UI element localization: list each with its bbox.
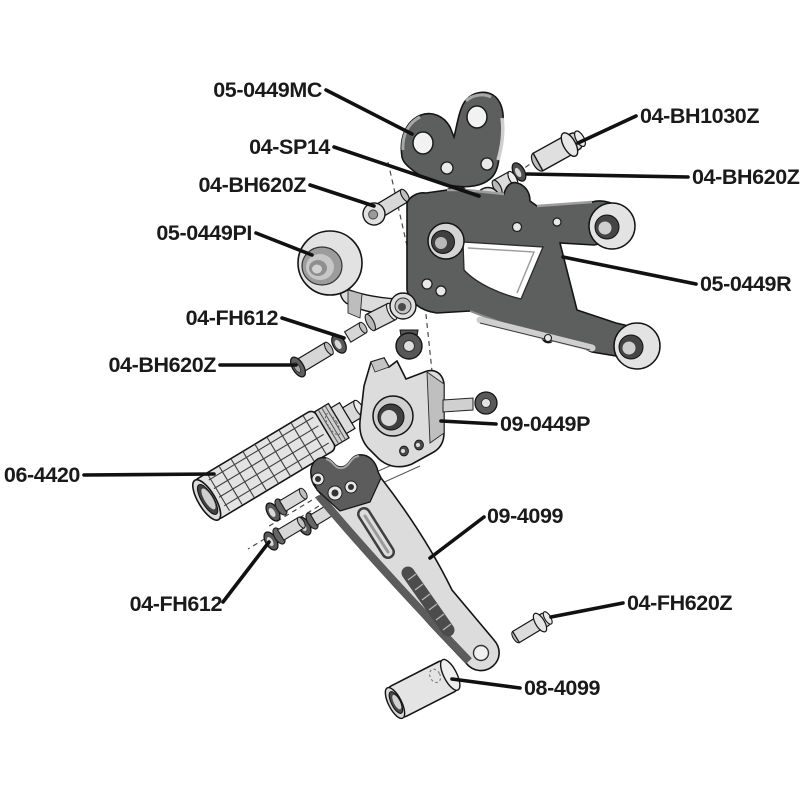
leader-line-06-4420 xyxy=(82,472,216,477)
part-washer-screw-set-3 xyxy=(263,516,306,551)
part-label-05-0449MC: 05-0449MC xyxy=(213,78,322,102)
leader-line-04-BH620Z xyxy=(525,172,690,179)
engraved-logo xyxy=(401,566,455,637)
part-label-06-4420: 06-4420 xyxy=(4,463,81,487)
leader-line-05-0449MC xyxy=(324,88,414,136)
part-label-08-4099: 08-4099 xyxy=(524,676,601,700)
part-label-04-BH620Z: 04-BH620Z xyxy=(108,353,216,377)
part-sleeve-08-4099 xyxy=(384,658,461,720)
leader-line-08-4099 xyxy=(450,677,522,690)
part-label-04-FH620Z: 04-FH620Z xyxy=(627,591,732,615)
part-washer-screw-04-FH612-upper xyxy=(331,321,368,354)
part-screw-04-BH620Z-upper xyxy=(362,188,410,226)
part-screw-04-BH620Z-lower xyxy=(289,341,334,378)
label-layer: 05-0449MC 04-BH1030Z 04-SP14 04-BH620Z 04-BH… xyxy=(4,78,800,700)
part-screw-04-FH620Z xyxy=(511,611,553,644)
part-label-04-BH1030Z: 04-BH1030Z xyxy=(640,104,759,128)
part-bracket-05-0449R xyxy=(395,181,661,370)
part-pivot-ring-05-0449PI xyxy=(297,230,417,332)
part-lever-arm-09-4099 xyxy=(310,454,500,672)
part-footpeg-06-4420 xyxy=(192,399,366,521)
leader-line-05-0449R xyxy=(561,255,698,286)
part-label-09-4099: 09-4099 xyxy=(487,504,564,528)
leader-line-04-FH620Z xyxy=(549,601,625,619)
part-label-05-0449PI: 05-0449PI xyxy=(156,221,252,245)
leader-line-04-BH620Z xyxy=(308,183,376,208)
leader-line-05-0449PI xyxy=(254,231,314,257)
part-label-04-FH612: 04-FH612 xyxy=(130,592,223,616)
leader-line-09-0449P xyxy=(439,419,498,426)
part-bolt-04-BH1030Z xyxy=(530,130,586,172)
part-label-04-SP14: 04-SP14 xyxy=(249,135,330,159)
leader-line-04-FH612 xyxy=(280,316,346,340)
leader-line-04-FH612 xyxy=(221,540,271,604)
part-label-04-BH620Z: 04-BH620Z xyxy=(692,165,800,189)
leader-line-09-4099 xyxy=(428,515,486,560)
part-label-04-BH620Z: 04-BH620Z xyxy=(198,173,306,197)
part-label-05-0449R: 05-0449R xyxy=(700,272,792,296)
part-label-04-FH612: 04-FH612 xyxy=(186,306,279,330)
leader-line-04-BH1030Z xyxy=(576,114,638,145)
part-label-09-0449P: 09-0449P xyxy=(500,412,590,436)
part-bracket-05-0449MC xyxy=(400,91,505,188)
part-washer-screw-set-1 xyxy=(265,487,308,522)
part-block-09-0449P xyxy=(359,357,498,468)
leader-line-04-SP14 xyxy=(332,145,481,198)
